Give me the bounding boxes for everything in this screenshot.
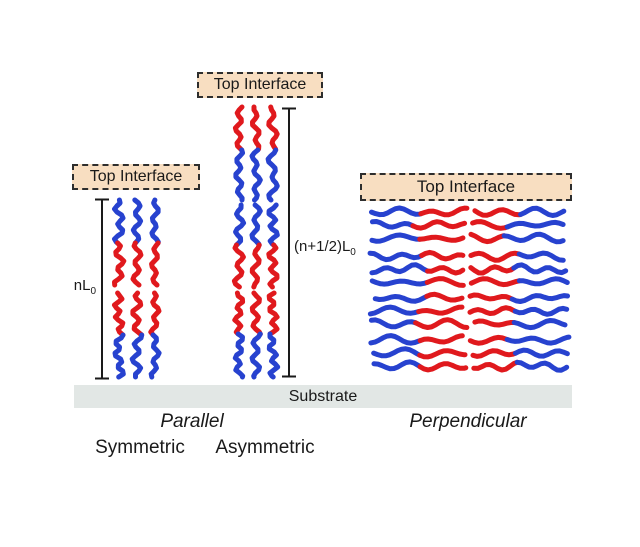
- substrate-label: Substrate: [288, 387, 358, 405]
- top-interface-label: Top Interface: [213, 76, 307, 93]
- asymmetric-caption: Asymmetric: [215, 437, 315, 458]
- symmetric-caption: Symmetric: [95, 437, 185, 458]
- top-interface-box-perpendicular: Top Interface: [360, 173, 572, 201]
- symmetric-height-annotation: nL0: [73, 277, 96, 297]
- top-interface-label: Top Interface: [416, 177, 516, 196]
- top-interface-box-asymmetric: Top Interface: [197, 72, 323, 98]
- perpendicular-caption: Perpendicular: [409, 411, 527, 432]
- top-interface-box-symmetric: Top Interface: [72, 164, 200, 190]
- asymmetric-height-annotation: (n+1/2)L0: [294, 238, 356, 258]
- top-interface-label: Top Interface: [89, 168, 183, 185]
- parallel-caption: Parallel: [160, 411, 224, 432]
- substrate-bar: Substrate: [74, 385, 572, 408]
